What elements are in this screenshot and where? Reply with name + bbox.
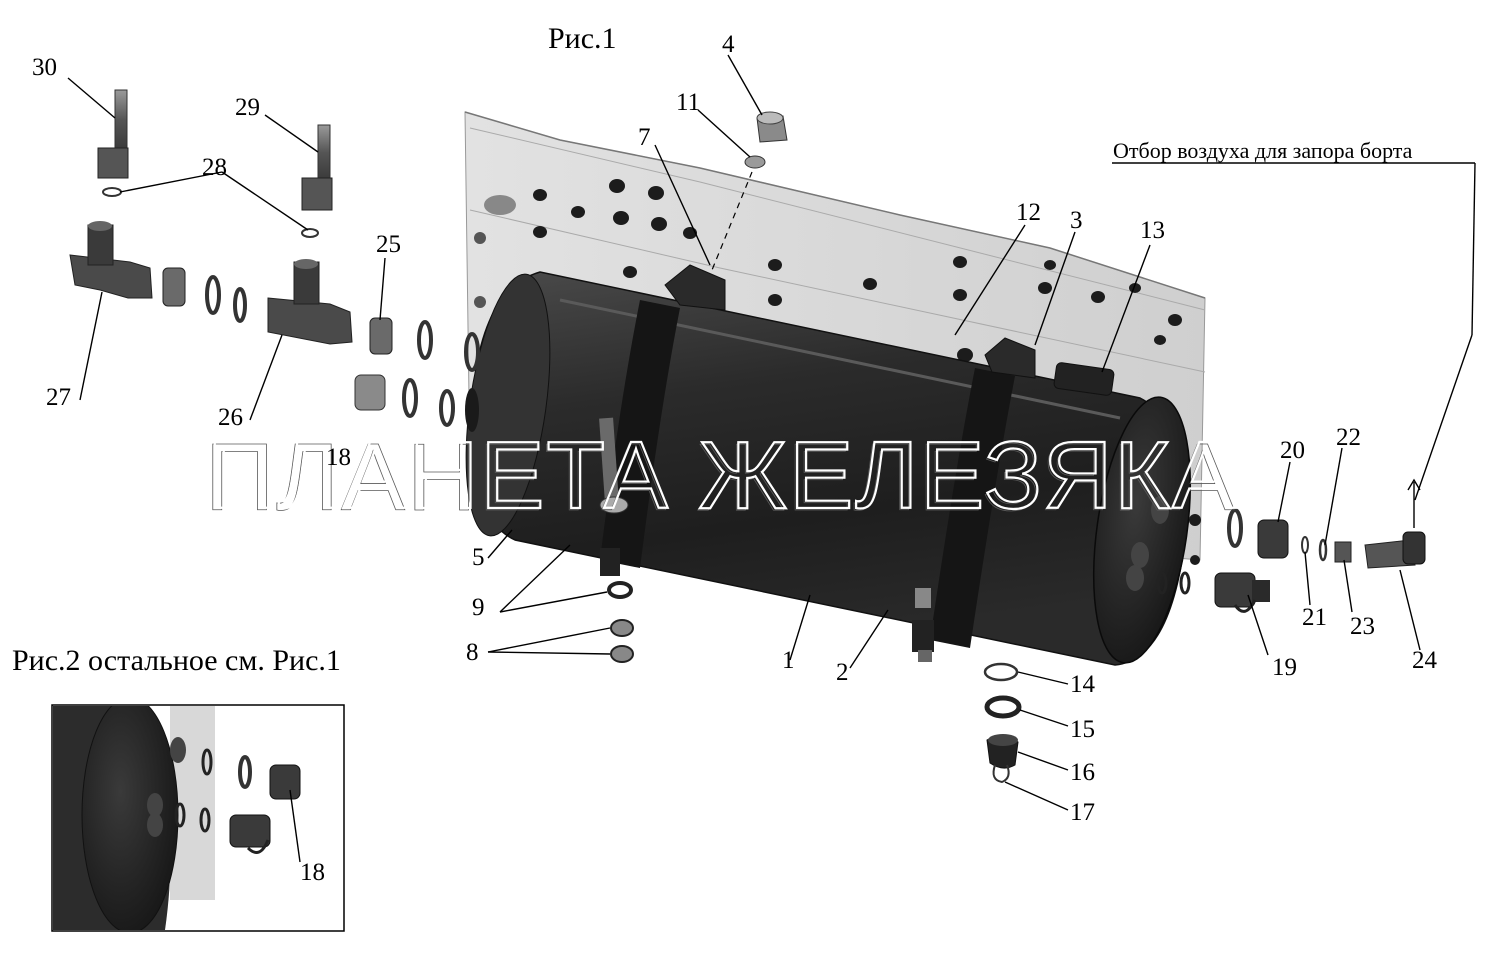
- callout-1: 1: [782, 647, 795, 674]
- callout-17: 17: [1070, 799, 1095, 826]
- callout-8: 8: [466, 639, 479, 666]
- callout-29: 29: [235, 94, 260, 121]
- callout-3: 3: [1070, 207, 1083, 234]
- fig2-inset: 18: [51, 704, 345, 932]
- left-fittings: [69, 89, 480, 427]
- air-tank: [465, 264, 1192, 666]
- callout-21: 21: [1302, 604, 1327, 631]
- callout-11: 11: [676, 89, 700, 116]
- callout-18: 18: [326, 444, 351, 471]
- callout-9: 9: [472, 594, 485, 621]
- callout-13: 13: [1140, 217, 1165, 244]
- fig2-caption: Рис.2 остальное см. Рис.1: [12, 644, 341, 677]
- callout-23: 23: [1350, 613, 1375, 640]
- callout-28: 28: [202, 154, 227, 181]
- right-fittings: [1214, 508, 1426, 613]
- frame-holes: [474, 179, 1201, 565]
- callout-26: 26: [218, 404, 243, 431]
- callout-7: 7: [638, 124, 651, 151]
- air-note: Отбор воздуха для запора борта: [1113, 138, 1413, 163]
- callout-16: 16: [1070, 759, 1095, 786]
- callout-2: 2: [836, 659, 849, 686]
- callout-14: 14: [1070, 671, 1096, 698]
- top-parts: [711, 111, 788, 271]
- watermark-outline: ПЛАНЕТА ЖЕЛЕЗЯКА: [205, 424, 1236, 531]
- callout-30: 30: [32, 54, 57, 81]
- callout-12: 12: [1016, 199, 1041, 226]
- callout-20: 20: [1280, 437, 1305, 464]
- callout-labels: 1 2 3 4 5 7 8 9 11 12 13 14 15 16 17 18 …: [32, 31, 1438, 826]
- fig1-caption: Рис.1: [548, 22, 617, 55]
- callout-19: 19: [1272, 654, 1297, 681]
- callout-25: 25: [376, 231, 401, 258]
- callout-5: 5: [472, 544, 485, 571]
- leader-lines: [67, 54, 1476, 811]
- watermark: ПЛАНЕТА ЖЕЛЕЗЯКА: [207, 422, 1238, 529]
- callout-22: 22: [1336, 424, 1361, 451]
- bottom-parts: [607, 581, 1022, 784]
- callout-27: 27: [46, 384, 71, 411]
- inset-callout-18: 18: [300, 859, 325, 886]
- callout-24: 24: [1412, 647, 1438, 674]
- callout-4: 4: [722, 31, 735, 58]
- callout-15: 15: [1070, 716, 1095, 743]
